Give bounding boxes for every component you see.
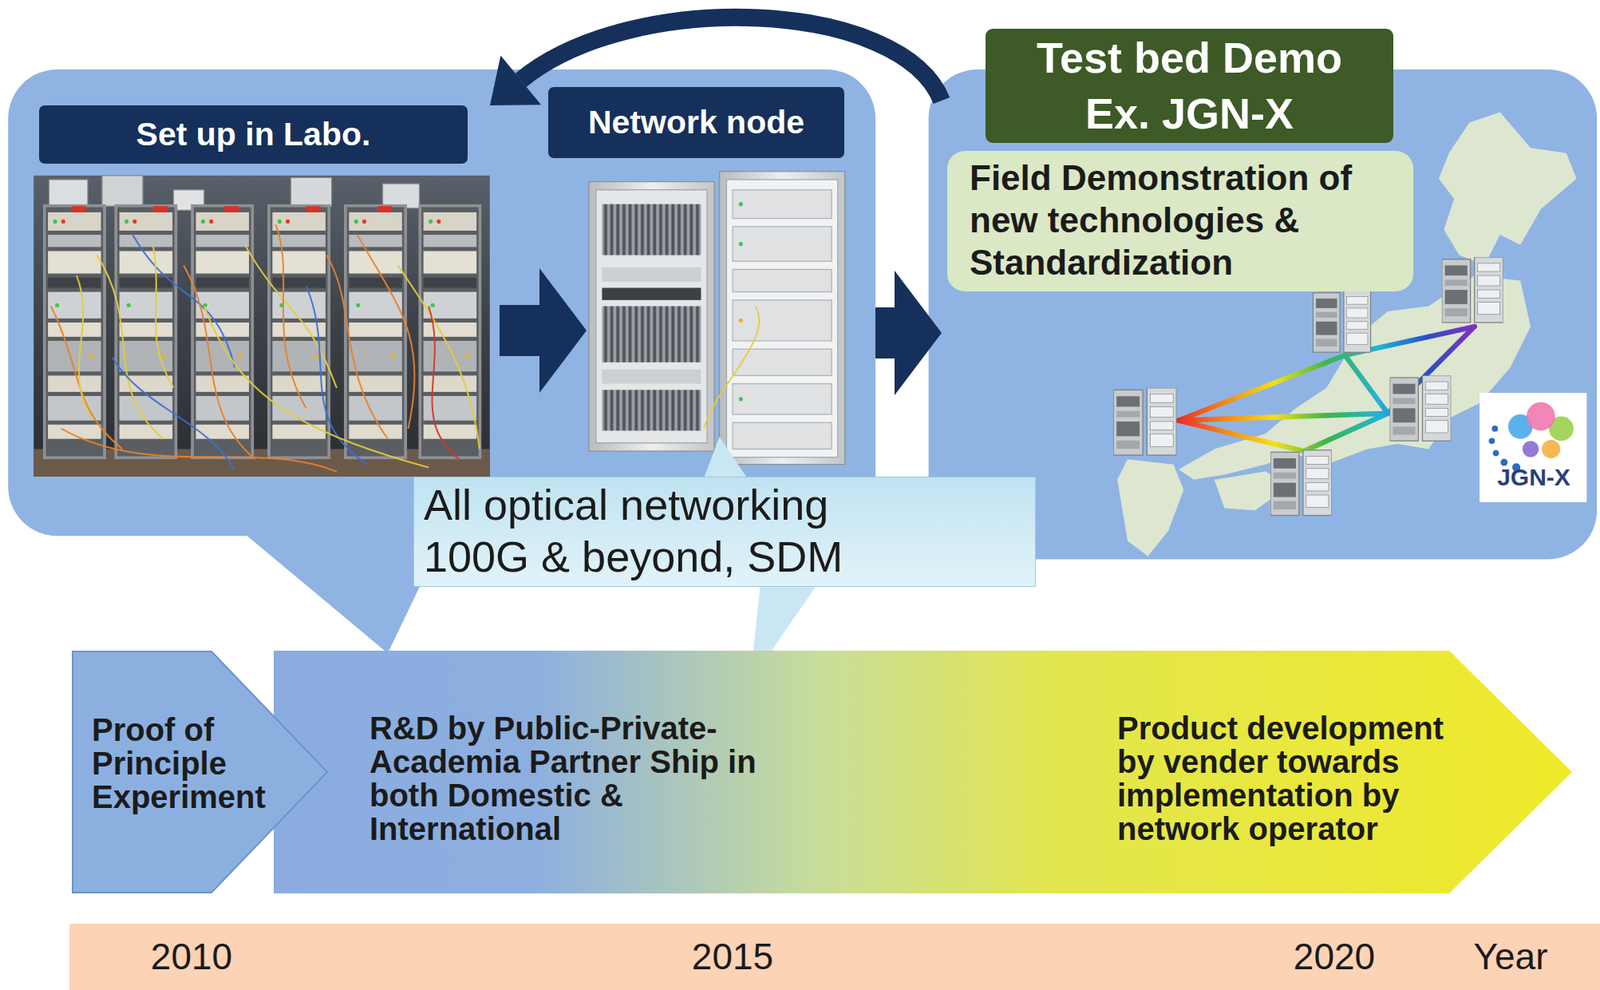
phase-arrow: Proof of Principle Experiment [71,650,329,893]
block-arrow [875,270,942,396]
box-text: Field Demonstration of new technologies … [969,157,1396,284]
lab-photo [33,175,490,477]
section-header: Network node [548,86,845,159]
year-label: 2010 [150,923,233,990]
axis-label: Year [1473,923,1549,990]
phase-text: Proof of Principle Experiment [91,712,292,814]
jgn-logo [1479,392,1587,502]
node-rack-photo [588,171,846,465]
section-header: Set up in Labo. [39,105,468,164]
testbed-header: Test bed Demo Ex. JGN-X [985,28,1394,143]
map-racks [1113,256,1503,515]
arrow-outline [273,650,1573,893]
timeline-arrow: R&D by Public-Private-Academia Partner S… [273,650,1573,893]
callout-text: All optical networking 100G & beyond, SD… [423,478,935,583]
flow-arrow [499,268,587,393]
arrow-head [489,55,542,106]
lab-setup-group: Set up in Labo. [33,105,490,477]
year-label: 2020 [1293,923,1375,990]
phase-text: Product development by vender towards im… [1117,711,1469,846]
field-demo-box: Field Demonstration of new technologies … [947,150,1414,292]
network-node-group: Network node [586,86,848,471]
year-band: 2010 2015 2020 Year [69,923,1600,990]
block-arrow [499,268,587,393]
year-label: 2015 [691,923,774,990]
phase-text: R&D by Public-Private-Academia Partner S… [369,711,785,846]
flow-arrow [875,270,942,396]
callout-bubble: All optical networking 100G & beyond, SD… [413,476,1036,587]
logo-text: JGN-X [1481,462,1586,492]
